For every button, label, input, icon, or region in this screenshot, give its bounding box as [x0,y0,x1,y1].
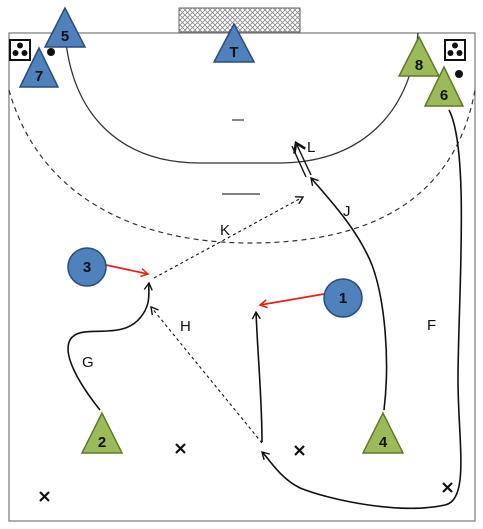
player-7-triangle[interactable]: 7 [18,46,60,88]
player-T-label: T [229,44,238,61]
path-k [153,196,305,279]
cross-mark-icon [39,491,50,502]
cross-mark-icon [442,482,453,493]
player-4-triangle[interactable]: 4 [361,411,405,454]
player-3-label: 3 [83,259,91,276]
label-g: G [82,354,94,371]
label-l: L [307,139,315,156]
player-5-label: 5 [61,28,69,45]
defender-1-movement [258,293,325,309]
player-8-label: 8 [415,57,423,74]
ball-box-icon [444,39,466,61]
path-l-b [296,143,312,176]
player-2-label: 2 [98,434,106,451]
path-j [310,176,388,411]
cross-mark-icon [175,443,186,454]
ball-box-icon [9,39,31,61]
cross-mark-icon [294,445,305,456]
label-k: K [220,222,230,239]
player-1-label: 1 [339,290,347,307]
player-6-label: 6 [440,87,448,104]
player-7-label: 7 [35,68,43,85]
ball-dot-icon [47,48,55,56]
path-h [150,305,263,444]
player-2-triangle[interactable]: 2 [80,411,124,454]
path-g [67,281,153,411]
path-f [261,109,463,510]
path-run-center [251,310,263,443]
nine-meter-line [8,89,476,244]
label-h: H [180,318,191,335]
player-1-circle[interactable]: 1 [323,278,363,318]
player-3-circle[interactable]: 3 [67,247,107,287]
ball-dot-icon [455,70,463,78]
label-j: J [343,203,351,220]
player-T-triangle[interactable]: T [212,22,256,63]
goal-net-icon [178,7,301,33]
player-5-triangle[interactable]: 5 [43,6,87,48]
label-f: F [427,317,436,334]
player-8-triangle[interactable]: 8 [397,35,441,77]
player-4-label: 4 [379,434,388,451]
player-6-triangle[interactable]: 6 [423,65,465,107]
six-meter-line [64,32,419,164]
defender-3-movement [105,264,150,278]
